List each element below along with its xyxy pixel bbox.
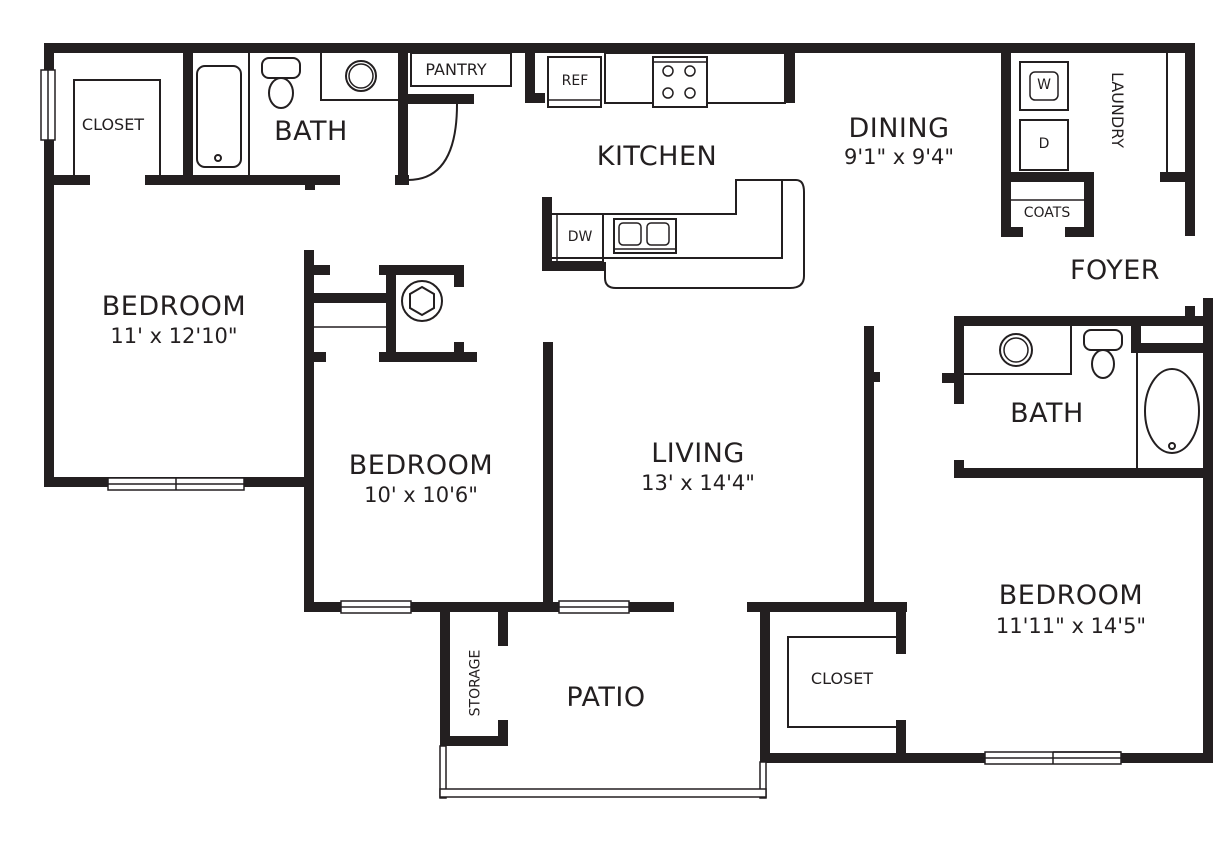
room-dim-living: 13' x 14'4" bbox=[641, 471, 755, 495]
room-label-bath-1: BATH bbox=[274, 116, 348, 147]
room-label-patio: PATIO bbox=[566, 682, 646, 713]
room-label-bath-2: BATH bbox=[1010, 398, 1084, 429]
room-label-closet-se: CLOSET bbox=[810, 669, 874, 688]
room-label-laundry: LAUNDRY bbox=[1107, 71, 1127, 149]
room-label-living: LIVING bbox=[651, 438, 745, 469]
room-label-storage: STORAGE bbox=[467, 649, 484, 717]
room-dim-bedroom-1: 11' x 12'10" bbox=[110, 324, 238, 348]
room-label-dining: DINING bbox=[848, 113, 950, 144]
room-label-bedroom-2: BEDROOM bbox=[348, 450, 494, 481]
appliance-dishwasher: DW bbox=[567, 229, 593, 245]
room-label-kitchen: KITCHEN bbox=[596, 141, 718, 172]
room-label-closet-nw: CLOSET bbox=[81, 115, 145, 134]
appliance-washer: W bbox=[1037, 77, 1051, 93]
room-label-coats: COATS bbox=[1023, 205, 1071, 221]
fixtures bbox=[40, 52, 1200, 799]
room-label-pantry: PANTRY bbox=[425, 60, 487, 79]
appliance-refrigerator: REF bbox=[561, 73, 589, 89]
room-dim-dining: 9'1" x 9'4" bbox=[843, 145, 955, 169]
room-dim-bedroom-3: 11'11" x 14'5" bbox=[995, 614, 1147, 638]
room-label-foyer: FOYER bbox=[1069, 255, 1161, 286]
appliance-dryer: D bbox=[1038, 136, 1050, 152]
interior-walls-north bbox=[44, 43, 1213, 478]
room-dim-bedroom-2: 10' x 10'6" bbox=[364, 483, 478, 507]
room-label-bedroom-3: BEDROOM bbox=[998, 580, 1144, 611]
room-label-bedroom-1: BEDROOM bbox=[101, 291, 247, 322]
